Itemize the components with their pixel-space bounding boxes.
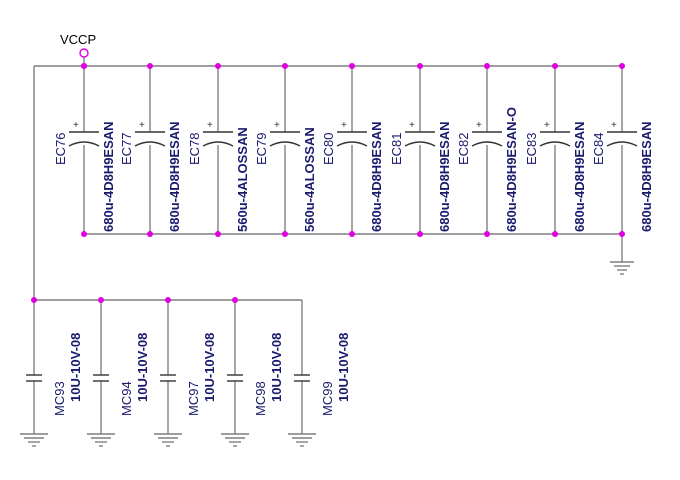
capacitor-ref: EC80 (321, 132, 336, 165)
junction-dot (81, 63, 87, 69)
ground-icon (20, 433, 48, 447)
capacitor-ref: MC98 (253, 381, 268, 416)
bulk-capacitor-ec82[interactable]: + EC82 680u-4D8H9ESAN-O (456, 66, 519, 234)
junction-dot (215, 231, 221, 237)
capacitor-ref: EC77 (119, 132, 134, 165)
capacitor-value: 680u-4D8H9ESAN-O (504, 107, 519, 232)
polarity-mark: + (207, 120, 213, 131)
capacitor-value: 560u-4ALOSSAN (302, 127, 317, 232)
capacitor-curved-plate (539, 141, 571, 147)
bulk-capacitor-ec78[interactable]: + EC78 560u-4ALOSSAN (187, 66, 250, 234)
capacitor-value: 10U-10V-08 (336, 333, 351, 402)
bulk-capacitor-ec84[interactable]: + EC84 680u-4D8H9ESAN (591, 66, 654, 234)
capacitor-curved-plate (606, 141, 638, 147)
junction-dots (31, 63, 625, 303)
junction-dot (282, 231, 288, 237)
capacitor-curved-plate (404, 141, 436, 147)
vccp-power-symbol: VCCP (60, 32, 96, 58)
ground-icon (221, 433, 249, 447)
polarity-mark: + (611, 120, 617, 131)
junction-dot (552, 231, 558, 237)
junction-dot (81, 231, 87, 237)
polarity-mark: + (544, 120, 550, 131)
junction-dot (31, 297, 37, 303)
capacitor-value: 680u-4D8H9ESAN (369, 121, 384, 232)
polarity-mark: + (139, 120, 145, 131)
junction-dot (215, 63, 221, 69)
polarity-mark: + (341, 120, 347, 131)
bulk-capacitor-ec77[interactable]: + EC77 680u-4D8H9ESAN (119, 66, 182, 234)
capacitor-ref: EC83 (524, 132, 539, 165)
junction-dot (349, 231, 355, 237)
bulk-capacitor-ec83[interactable]: + EC83 680u-4D8H9ESAN (524, 66, 587, 234)
capacitor-ref: EC76 (53, 132, 68, 165)
capacitor-ref: MC93 (52, 381, 67, 416)
junction-dot (619, 63, 625, 69)
junction-dot (417, 231, 423, 237)
ground-icon (288, 433, 316, 447)
junction-dot (232, 297, 238, 303)
polarity-mark: + (409, 120, 415, 131)
wiring (33, 57, 623, 301)
capacitor-value: 10U-10V-08 (202, 333, 217, 402)
capacitor-value: 680u-4D8H9ESAN (437, 121, 452, 232)
capacitor-ref: EC82 (456, 132, 471, 165)
capacitor-ref: EC81 (389, 132, 404, 165)
capacitor-ref: MC94 (119, 381, 134, 416)
capacitor-curved-plate (336, 141, 368, 147)
capacitor-value: 10U-10V-08 (135, 333, 150, 402)
bulk-capacitor-ec76[interactable]: + EC76 680u-4D8H9ESAN (53, 66, 116, 234)
capacitor-curved-plate (471, 141, 503, 147)
ground-symbol-main (610, 261, 634, 275)
ground-icon (87, 433, 115, 447)
capacitor-value: 680u-4D8H9ESAN (639, 121, 654, 232)
capacitor-ref: EC84 (591, 132, 606, 165)
polarity-mark: + (274, 120, 280, 131)
capacitor-curved-plate (134, 141, 166, 147)
capacitor-value: 10U-10V-08 (68, 333, 83, 402)
capacitor-value: 560u-4ALOSSAN (235, 127, 250, 232)
junction-dot (619, 231, 625, 237)
junction-dot (349, 63, 355, 69)
junction-dot (165, 297, 171, 303)
power-port-icon (79, 48, 89, 58)
junction-dot (417, 63, 423, 69)
junction-dot (147, 231, 153, 237)
junction-dot (484, 231, 490, 237)
capacitor-ref: EC79 (254, 132, 269, 165)
bulk-capacitor-ec80[interactable]: + EC80 680u-4D8H9ESAN (321, 66, 384, 234)
capacitor-ref: EC78 (187, 132, 202, 165)
polarity-mark: + (476, 120, 482, 131)
polarity-mark: + (73, 120, 79, 131)
capacitor-curved-plate (68, 141, 100, 147)
junction-dot (484, 63, 490, 69)
capacitor-value: 680u-4D8H9ESAN (167, 121, 182, 232)
junction-dot (147, 63, 153, 69)
capacitor-ref: MC99 (320, 381, 335, 416)
capacitor-curved-plate (202, 141, 234, 147)
bulk-capacitor-ec81[interactable]: + EC81 680u-4D8H9ESAN (389, 66, 452, 234)
capacitor-curved-plate (269, 141, 301, 147)
ground-icon (154, 433, 182, 447)
bulk-capacitor-ec79[interactable]: + EC79 560u-4ALOSSAN (254, 66, 317, 234)
capacitor-value: 10U-10V-08 (269, 333, 284, 402)
capacitor-ref: MC97 (186, 381, 201, 416)
junction-dot (552, 63, 558, 69)
junction-dot (98, 297, 104, 303)
power-net-label: VCCP (60, 32, 96, 47)
capacitor-value: 680u-4D8H9ESAN (101, 121, 116, 232)
capacitor-value: 680u-4D8H9ESAN (572, 121, 587, 232)
junction-dot (282, 63, 288, 69)
